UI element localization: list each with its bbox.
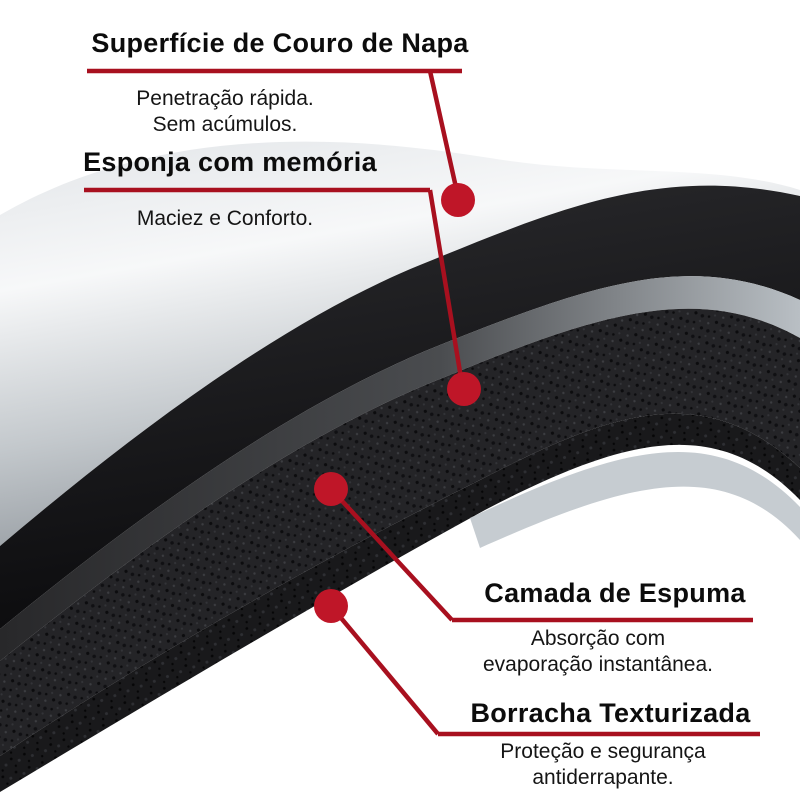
callout-dot-sponge — [447, 372, 481, 406]
callout-description-line: Maciez e Conforto. — [136, 207, 314, 230]
callout-description-line: evaporação instantânea. — [482, 653, 713, 677]
callout-description-napa: Penetração rápida. Sem acúmulos. — [60, 86, 390, 139]
callout-line-sponge — [427, 189, 464, 379]
callout-dot-rubber — [314, 589, 348, 623]
callout-dot-napa — [441, 183, 475, 217]
callout-title-rubber: Borracha Texturizada — [470, 698, 751, 728]
callout-dot-foam — [314, 472, 348, 506]
callout-description-sponge: Maciez e Conforto. — [60, 206, 390, 232]
callout-description-foam: Absorção com evaporação instantânea. — [428, 626, 768, 679]
callout-graphics — [84, 68, 760, 737]
liner-black-layer — [0, 185, 800, 629]
callout-description-line: Proteção e segurança — [500, 740, 706, 763]
callout-description-rubber: Proteção e segurança antiderrapante. — [433, 739, 773, 792]
callout-description-line: Penetração rápida. — [136, 87, 314, 110]
callout-dots — [314, 183, 481, 623]
callout-title-sponge: Esponja com memória — [83, 147, 377, 177]
callout-description-line: Sem acúmulos. — [152, 113, 298, 137]
callout-line-napa — [427, 70, 460, 193]
callout-title-foam: Camada de Espuma — [484, 578, 746, 608]
callout-line-rubber — [329, 604, 440, 736]
callout-line-foam — [329, 487, 454, 622]
callout-description-line: antiderrapante. — [532, 766, 674, 790]
foam-layer — [0, 308, 800, 756]
mat-edge-highlight — [470, 451, 800, 548]
callout-description-line: Absorção com — [530, 627, 666, 650]
napa-leather-layer — [0, 141, 800, 546]
callout-title-napa: Superfície de Couro de Napa — [91, 28, 469, 58]
